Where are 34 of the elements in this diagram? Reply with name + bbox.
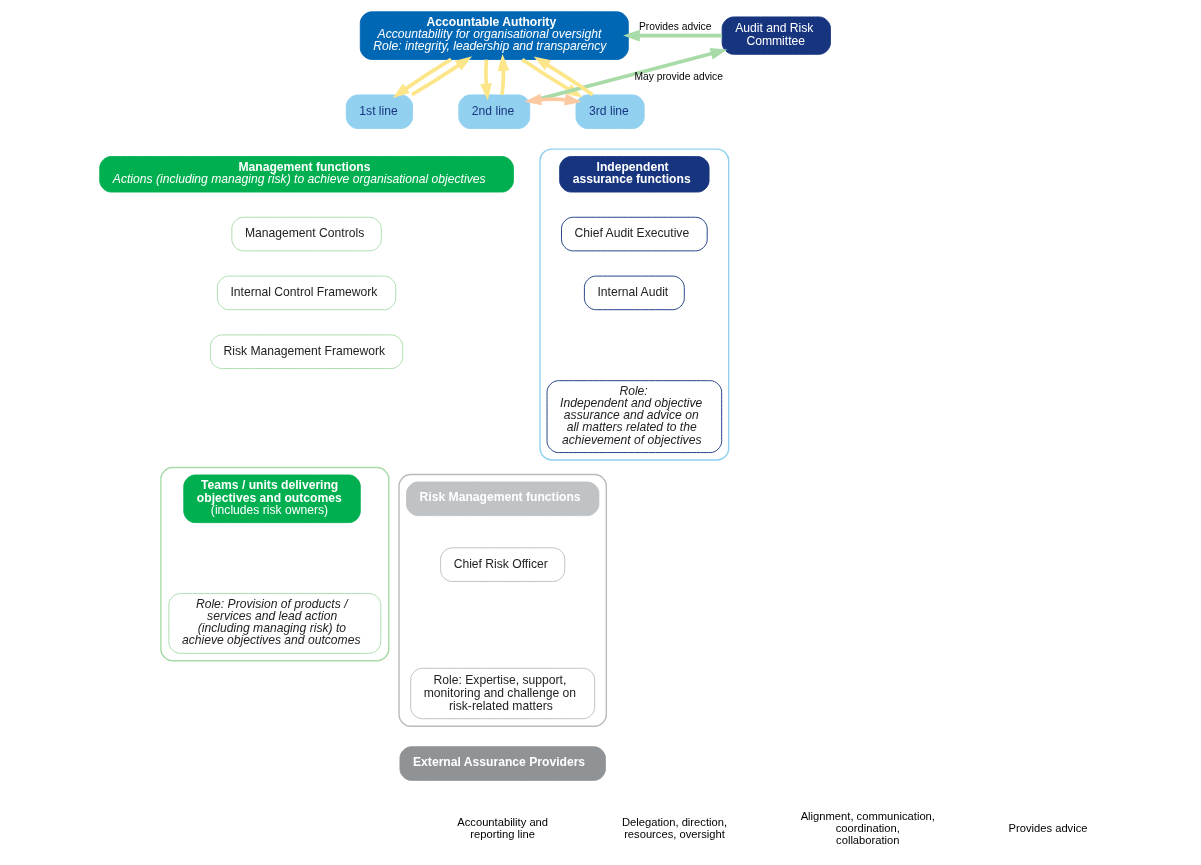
- node-box: Management Controls: [231, 216, 382, 252]
- node-box: External Assurance Providers: [399, 746, 606, 781]
- node-box: Role: Provision of products / services and lead action (including managing risk) to achieve objectives and outcomes: [168, 593, 382, 654]
- node-box: Internal Control Framework: [216, 275, 397, 311]
- node-box: Management functions Actions (including managing risk) to achieve organisational objectives: [99, 156, 514, 193]
- legend-label: Accountability and reporting line: [457, 816, 549, 841]
- node-box: Teams / units delivering objectives and outcomes (includes risk owners): [183, 474, 361, 524]
- cluster: [539, 148, 730, 461]
- node-box: Risk Management Framework: [209, 334, 404, 369]
- node-box: 1st line: [345, 94, 414, 129]
- node-box: 3rd line: [575, 94, 645, 129]
- edge-label: Provides advice: [638, 20, 712, 32]
- cluster: [398, 473, 608, 727]
- arrow: [623, 29, 722, 42]
- node-box: 2nd line: [458, 94, 531, 129]
- node-box: Chief Risk Officer: [440, 547, 566, 582]
- node-box: Chief Audit Executive: [561, 216, 708, 252]
- node-box: Accountable Authority Accountability for organisational oversight Role: integrity, leadership and transparency: [359, 11, 629, 60]
- node-box: Risk Management functions: [406, 481, 600, 517]
- node-box: Role: Independent and objective assurance and advice on all matters related to the achievement of objectives: [546, 380, 723, 454]
- arrow: [392, 57, 453, 98]
- arrow: [480, 59, 492, 101]
- edge-label: May provide advice: [634, 70, 723, 82]
- node-box: Audit and Risk Committee: [721, 16, 831, 55]
- arrow: [497, 54, 510, 96]
- arrow: [411, 56, 473, 97]
- arrow: [524, 93, 582, 106]
- node-box: Independent assurance functions: [559, 156, 710, 193]
- node-box: Role: Expertise, support, monitoring and challenge on risk-related matters: [410, 667, 596, 720]
- legend-label: Alignment, communication, coordination, collaboration: [800, 810, 935, 847]
- node-box: Internal Audit: [583, 275, 685, 311]
- cluster: [160, 466, 390, 662]
- legend-label: Delegation, direction, resources, oversight: [621, 816, 728, 841]
- legend-label: Provides advice: [1008, 822, 1088, 835]
